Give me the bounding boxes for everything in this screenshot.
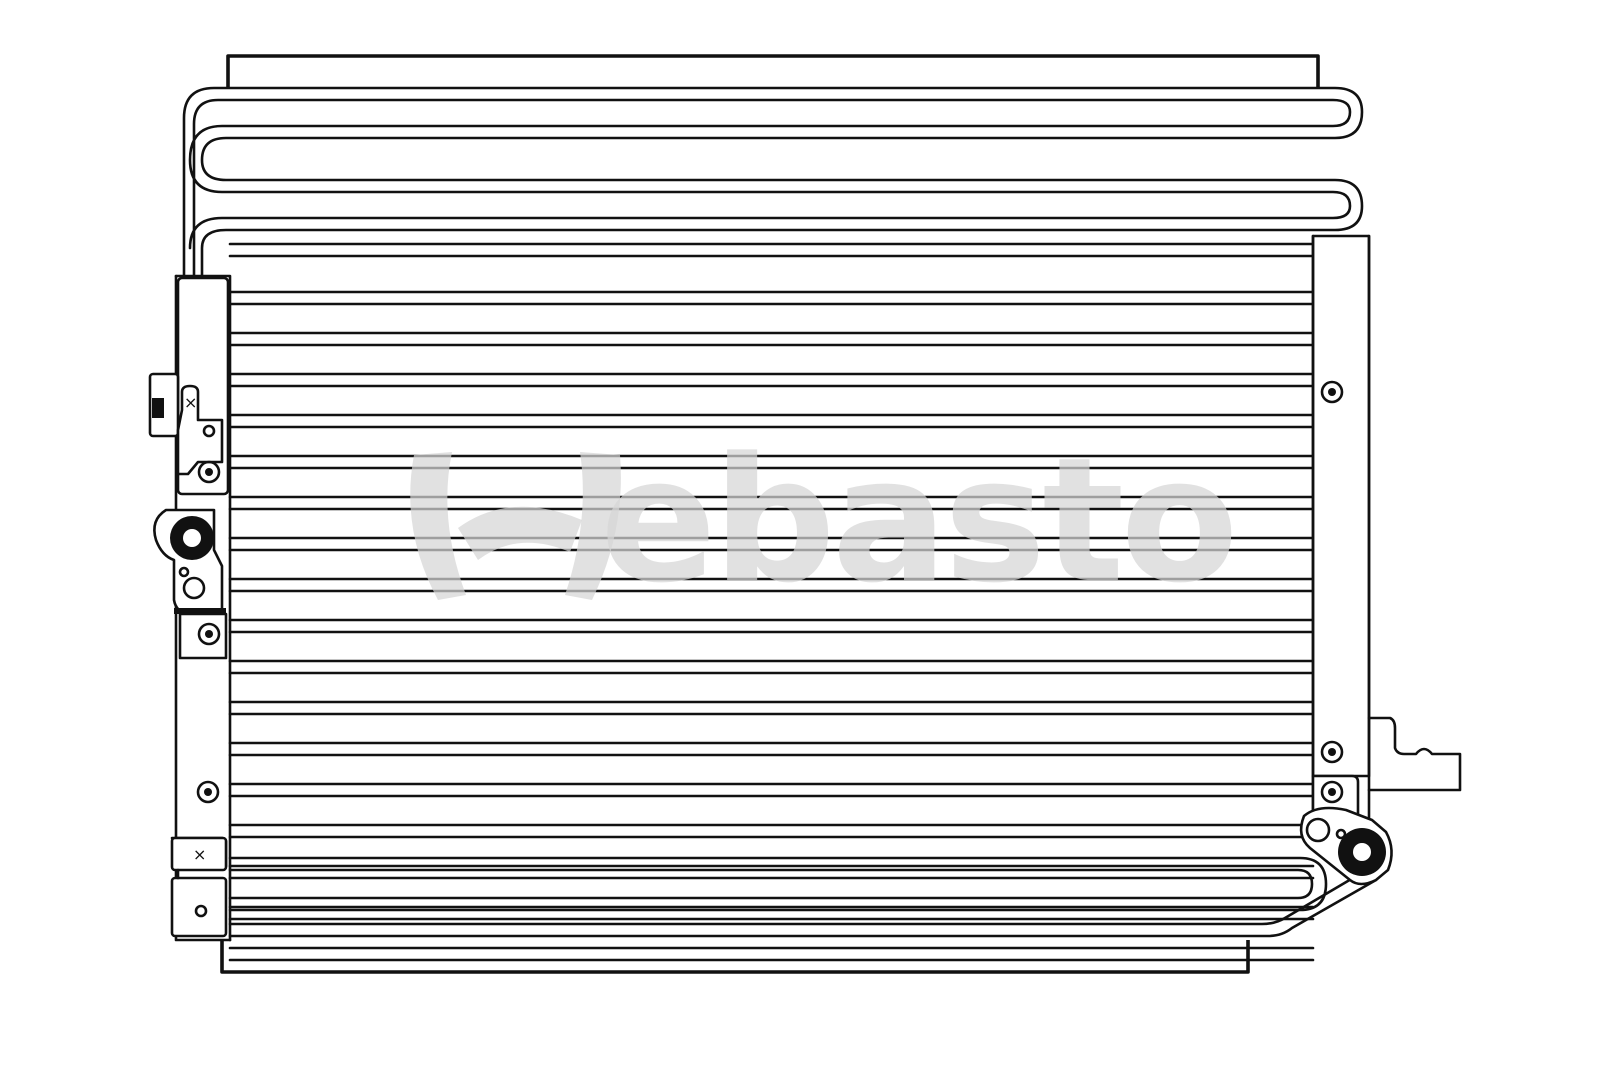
left-bracket-middle (178, 612, 228, 660)
watermark-text: ebasto (600, 420, 1235, 621)
right-header (1311, 234, 1371, 857)
top-serpentine-tubes (182, 86, 1364, 278)
top-tank (226, 54, 1320, 88)
right-bolt-icon-1 (1320, 380, 1344, 404)
bottom-tank (220, 940, 1250, 974)
left-bracket-bottom: × (170, 836, 228, 938)
left-bolt-icon-1 (197, 460, 221, 484)
right-bolt-icon-2 (1320, 740, 1344, 764)
left-bracket-upper: × (148, 372, 224, 476)
left-bolt-icon-2 (196, 780, 220, 804)
cross-mark: × (184, 393, 197, 412)
cross-mark-lower: × (193, 845, 206, 864)
webasto-watermark: ebasto (410, 420, 1239, 621)
outlet-tube (228, 856, 1378, 938)
core-tubes (228, 242, 1315, 962)
right-outlet-fitting (1299, 806, 1393, 886)
right-side-bracket (1367, 716, 1462, 792)
left-inlet-fitting (153, 508, 226, 616)
